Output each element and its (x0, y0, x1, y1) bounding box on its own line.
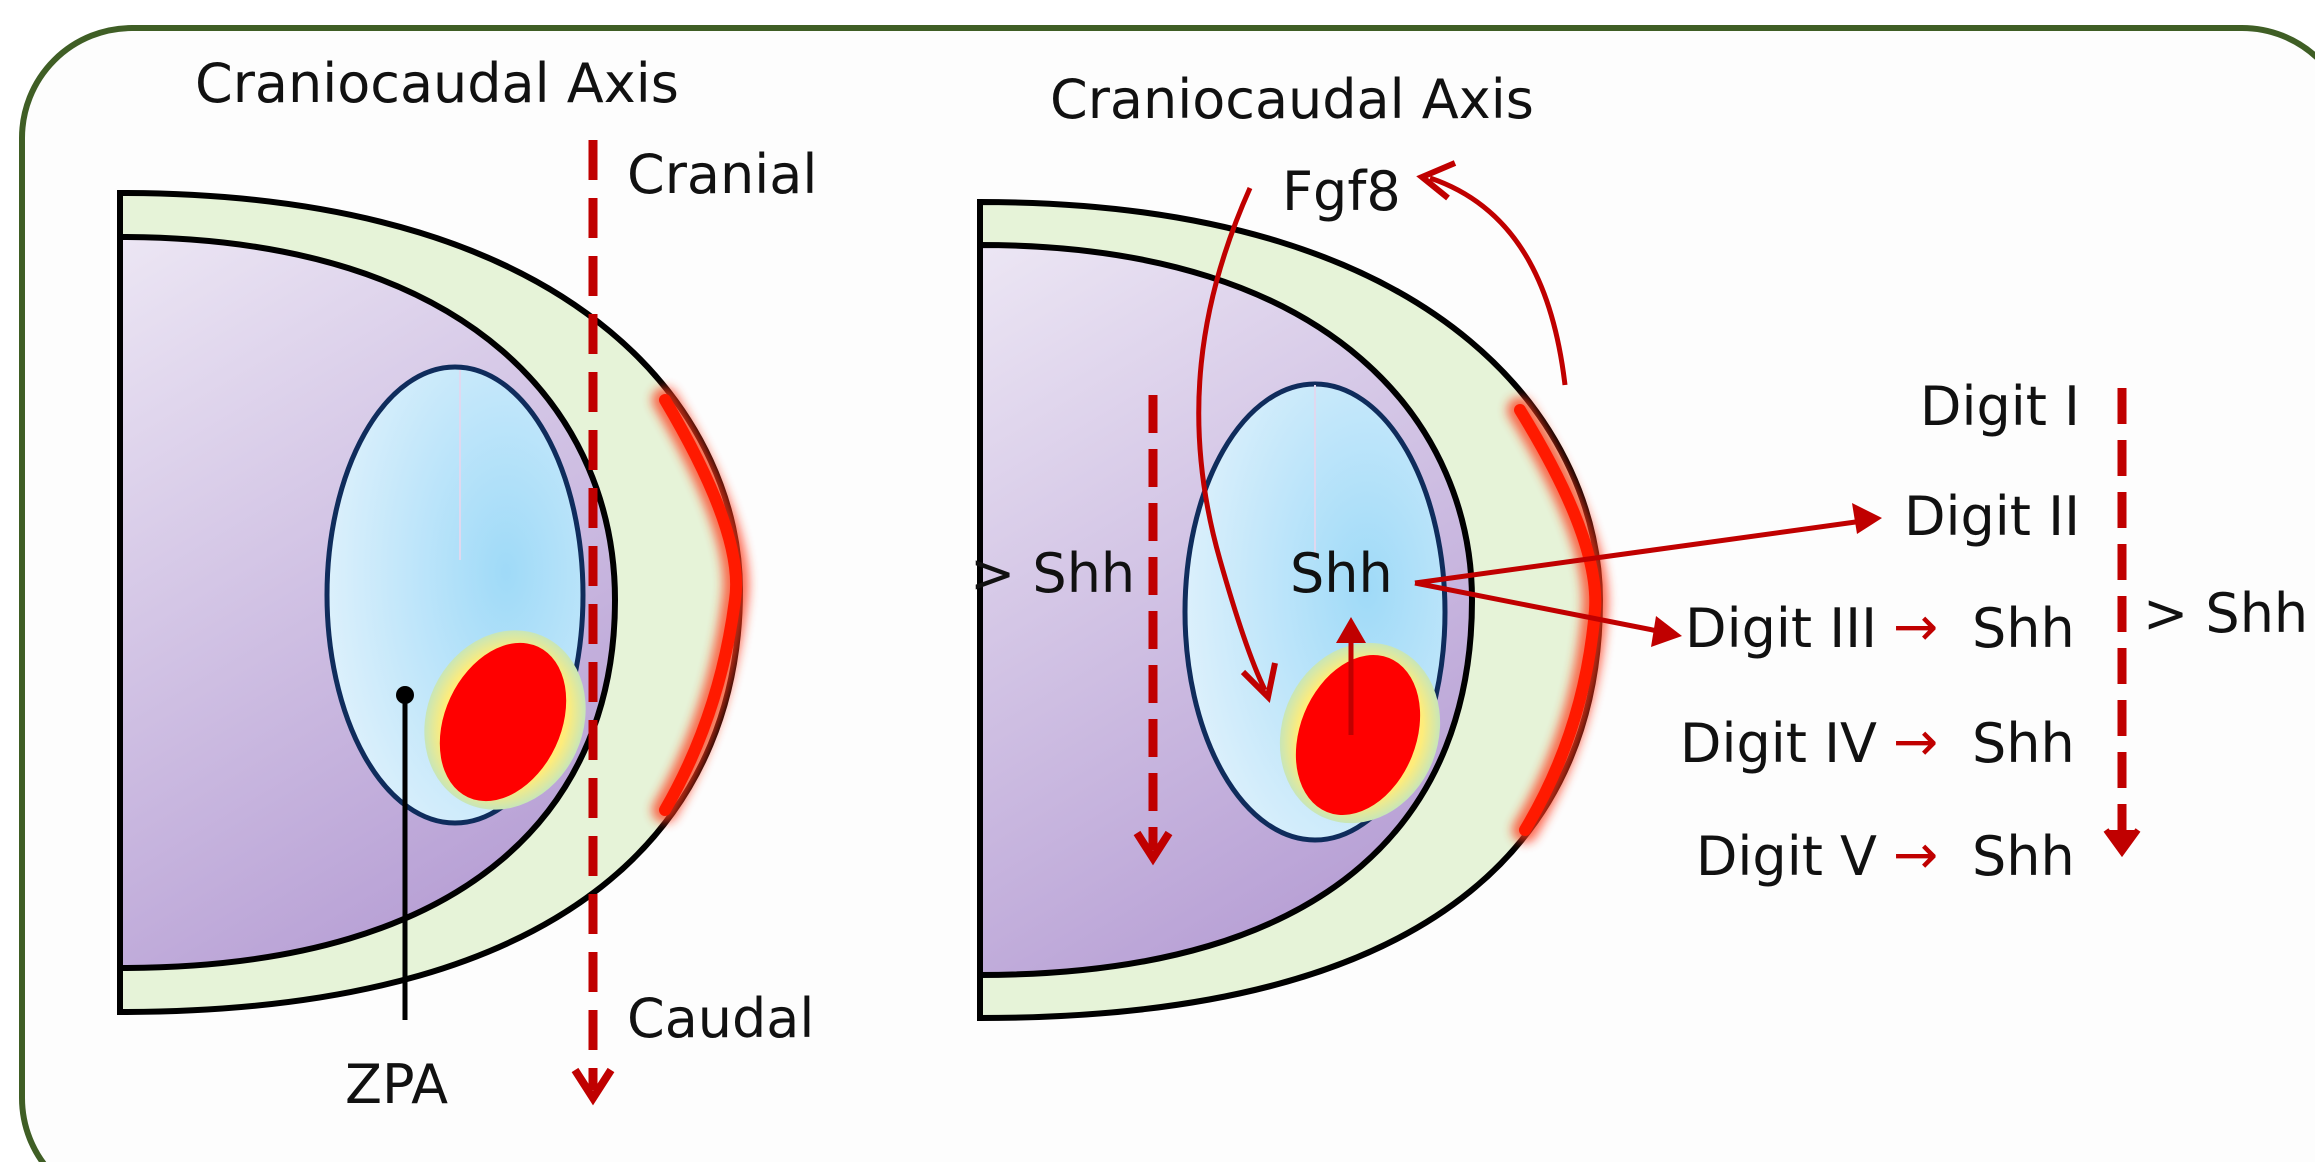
digit-i-label: Digit I (1920, 375, 2080, 438)
shh-label: Shh (1290, 542, 1393, 605)
digit-v-label: Digit V (1696, 825, 1877, 888)
fgf8-label: Fgf8 (1282, 160, 1401, 223)
digit-iv-arrow: → (1893, 710, 1938, 773)
digit-iii-label: Digit III (1685, 597, 1877, 660)
zpa-label: ZPA (345, 1053, 448, 1116)
digit-v-arrow: → (1893, 823, 1938, 886)
digit-v-target: Shh (1972, 825, 2075, 888)
digit-iii-target: Shh (1972, 597, 2075, 660)
right-axis-title: Craniocaudal Axis (1050, 68, 1534, 131)
digit-iv-label: Digit IV (1680, 712, 1877, 775)
digit-ii-label: Digit II (1904, 485, 2080, 548)
gradient-right-label: > Shh (2143, 582, 2308, 645)
cranial-label: Cranial (627, 143, 817, 206)
left-axis-title: Craniocaudal Axis (195, 52, 679, 115)
gradient-left-label: > Shh (970, 542, 1135, 605)
digit-iii-arrow: → (1893, 595, 1938, 658)
caudal-label: Caudal (627, 987, 814, 1050)
zpa-pointer-dot (396, 686, 414, 704)
digit-iv-target: Shh (1972, 712, 2075, 775)
